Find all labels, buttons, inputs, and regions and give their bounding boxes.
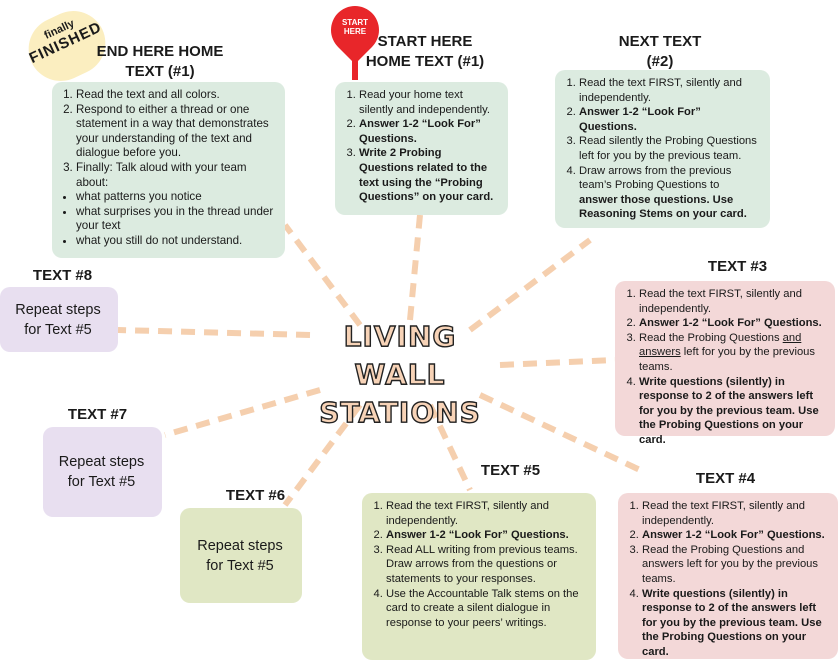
bullet: what patterns you notice — [76, 190, 275, 205]
step: Read the Probing Questions — [639, 331, 783, 344]
step: Answer 1-2 “Look For” Questions. — [639, 317, 822, 330]
text4-title: TEXT #4 — [695, 470, 756, 487]
underlined: and answers — [639, 331, 802, 359]
step: Read the Probing Questions and answers l… — [642, 543, 828, 587]
text6-title: TEXT #6 — [225, 487, 286, 504]
step-bold: answer those questions. Use Reasoning St… — [579, 193, 747, 221]
step: left for you by the previous teams. — [639, 346, 815, 373]
step: Read your home text silently and indepen… — [359, 88, 498, 117]
center-title-line: LIVING WALL — [343, 319, 457, 391]
text7-station-card: Repeat steps for Text #5 — [43, 427, 162, 517]
step: Read the text FIRST, silently and indepe… — [639, 287, 825, 316]
text8-title: TEXT #8 — [32, 267, 93, 284]
text2-title: NEXT TEXT (#2) — [618, 33, 702, 70]
text6-station-card: Repeat steps for Text #5 — [180, 508, 302, 603]
step: Write questions (silently) in response t… — [642, 587, 822, 658]
start-title: START HERE HOME TEXT (#1) — [365, 33, 485, 70]
text5-title: TEXT #5 — [480, 462, 541, 479]
step: Write 2 Probing Questions related to the… — [359, 147, 494, 204]
step: Read the text FIRST, silently and indepe… — [642, 499, 828, 528]
step: Answer 1-2 “Look For” Questions. — [386, 529, 569, 542]
step: Answer 1-2 “Look For” Questions. — [642, 529, 825, 542]
text8-station-card: Repeat steps for Text #5 — [0, 287, 118, 352]
text2-station-card: Read the text FIRST, silently and indepe… — [555, 70, 770, 228]
step: Answer 1-2 “Look For” Questions. — [579, 106, 701, 133]
pin-stem — [352, 56, 358, 80]
step: Read the text FIRST, silently and indepe… — [386, 499, 586, 528]
step: Read ALL writing from previous teams. Dr… — [386, 543, 586, 587]
start-station-card: Read your home text silently and indepen… — [335, 82, 508, 215]
text7-title: TEXT #7 — [67, 406, 128, 423]
bullet: what surprises you in the thread under y… — [76, 205, 275, 234]
end-title: END HERE HOME TEXT (#1) — [96, 43, 224, 80]
text5-station-card: Read the text FIRST, silently and indepe… — [362, 493, 596, 660]
bullet: what you still do not understand. — [76, 234, 275, 249]
step: Respond to either a thread or one statem… — [76, 103, 275, 161]
center-title-line: STATIONS — [319, 395, 481, 429]
center-title: LIVING WALL STATIONS — [300, 318, 500, 432]
step: Read the text and all colors. — [76, 88, 275, 103]
end-station-card: Read the text and all colors.Respond to … — [52, 82, 285, 258]
step: Draw arrows from the previous team’s Pro… — [579, 164, 732, 192]
pin-label: START HERE — [341, 18, 369, 36]
text3-title: TEXT #3 — [707, 258, 768, 275]
step: Answer 1-2 “Look For” Questions. — [359, 118, 481, 145]
step: Finally: Talk aloud with your team about… — [76, 161, 275, 190]
step: Use the Accountable Talk stems on the ca… — [386, 587, 586, 631]
step: Write questions (silently) in response t… — [639, 375, 819, 446]
step: Read the text FIRST, silently and indepe… — [579, 76, 760, 105]
text4-station-card: Read the text FIRST, silently and indepe… — [618, 493, 838, 659]
text3-station-card: Read the text FIRST, silently and indepe… — [615, 281, 835, 446]
step: Read silently the Probing Questions left… — [579, 134, 760, 163]
